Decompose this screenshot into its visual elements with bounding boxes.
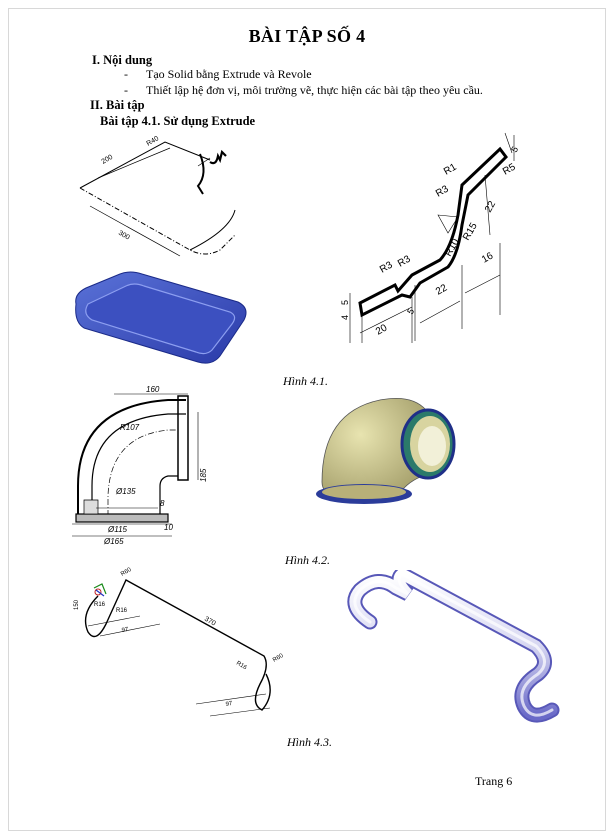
dim-label: R60: [120, 567, 133, 578]
dim-label: 4: [340, 315, 350, 320]
page-number: Trang 6: [475, 774, 513, 788]
page-title: BÀI TẬP SỐ 4: [248, 26, 366, 46]
elbow-3d-render: [316, 397, 456, 504]
dim-label: R16: [116, 608, 128, 614]
dim-label: R16: [94, 602, 106, 608]
dim-label: R3: [378, 259, 395, 275]
figure-caption: Hình 4.1.: [283, 374, 328, 388]
dim-label: 5: [340, 300, 350, 305]
figure-caption: Hình 4.2.: [285, 553, 330, 567]
bullet-text: Thiết lập hệ đơn vị, môi trường vẽ, thực…: [146, 83, 483, 97]
bullet-text: Tạo Solid bằng Extrude và Revole: [146, 67, 312, 81]
profile-dimension-drawing: R1 R3 R5 5 22 R10 R15 16 R3 R3 22 5 20 4…: [340, 132, 520, 343]
tray-wireframe-drawing: 200 R40 300: [79, 135, 236, 257]
dim-label: Ø165: [103, 537, 124, 546]
dim-label: R1: [442, 161, 459, 177]
dim-label: 300: [117, 230, 131, 242]
dim-label: Ø115: [107, 525, 128, 534]
dim-label: 150: [74, 599, 80, 610]
dim-label: 5: [509, 145, 520, 154]
dim-label: 160: [146, 386, 160, 394]
dim-label: Ø135: [115, 487, 136, 496]
dim-label: 97: [121, 627, 129, 634]
dim-label: 5: [405, 307, 416, 316]
dim-label: R107: [120, 423, 140, 432]
elbow-dimension-drawing: 160 R107 Ø135 185 8 Ø115 10 Ø165: [72, 386, 208, 546]
dim-label: 97: [225, 701, 233, 708]
dim-label: 200: [101, 154, 115, 166]
dim-label: 10: [164, 523, 173, 532]
section-heading-exercises: II. Bài tập: [90, 98, 145, 112]
dim-label: 16: [480, 250, 496, 265]
dim-label: 20: [374, 322, 390, 337]
figure-caption: Hình 4.3.: [287, 735, 332, 749]
dim-label: 185: [199, 468, 208, 482]
section-heading-content: I. Nội dung: [92, 53, 153, 67]
bullet-item: -Tạo Solid bằng Extrude và Revole: [124, 67, 312, 81]
tube-3d-render: [347, 570, 560, 723]
wire-path-drawing: R60 R16 R16 370 R16 R60 97 97 150: [74, 567, 285, 717]
bullet-item: -Thiết lập hệ đơn vị, môi trường vẽ, thự…: [124, 83, 483, 97]
dim-label: 370: [203, 616, 217, 628]
dim-label: R3: [396, 253, 413, 269]
dim-label: R16: [235, 661, 248, 672]
dim-label: 22: [483, 199, 498, 215]
exercise-title: Bài tập 4.1. Sử dụng Extrude: [100, 114, 256, 128]
dim-label: R15: [461, 221, 480, 243]
dim-label: R60: [272, 653, 285, 664]
dim-label: R3: [434, 183, 451, 199]
tray-3d-render: [75, 271, 247, 364]
dim-label: 22: [434, 282, 450, 297]
dim-label: 8: [160, 499, 165, 508]
dim-label: R5: [501, 161, 518, 177]
